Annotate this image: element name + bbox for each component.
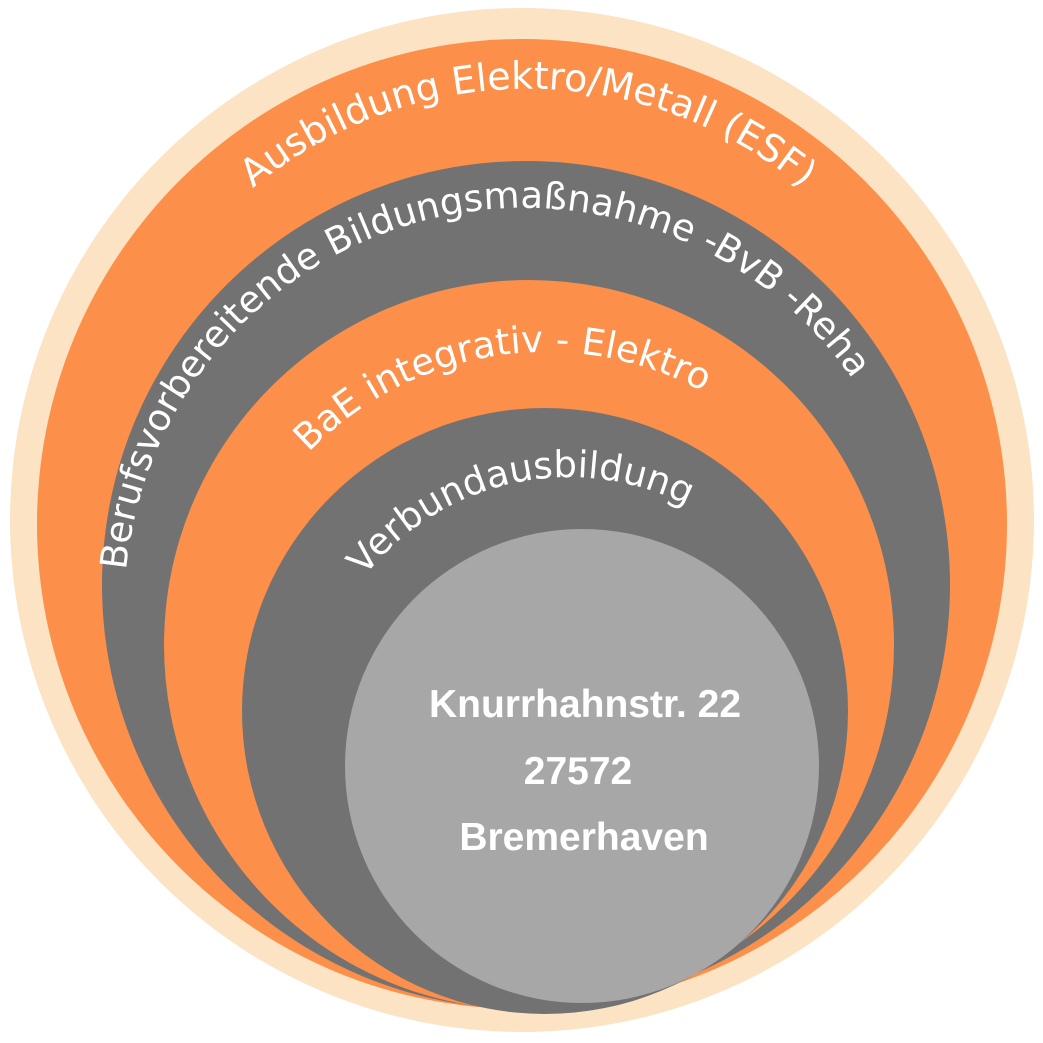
center-address-street: Knurrhahnstr. 22 xyxy=(429,683,741,726)
center-circle xyxy=(345,529,819,1003)
center-address-city: Bremerhaven xyxy=(459,816,708,859)
center-address-postcode: 27572 xyxy=(524,750,632,793)
